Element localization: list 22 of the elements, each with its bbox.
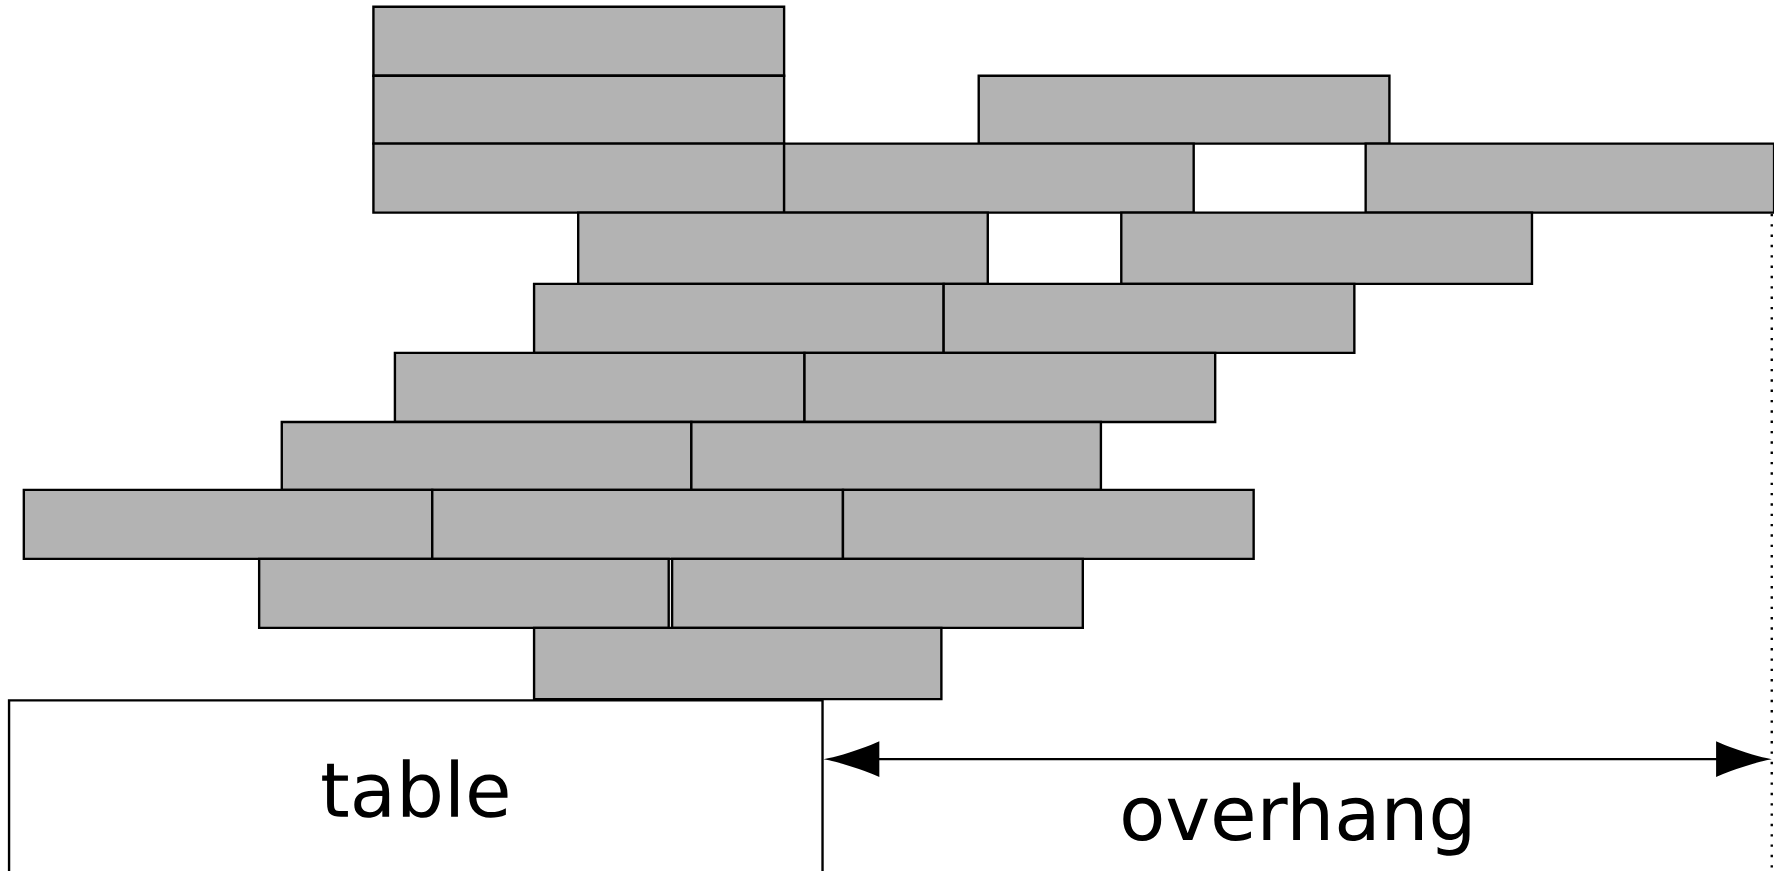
block — [372, 142, 786, 214]
block — [532, 282, 945, 355]
block — [782, 142, 1195, 214]
block — [372, 5, 786, 77]
block — [532, 626, 943, 701]
block — [670, 557, 1084, 629]
block — [431, 488, 845, 560]
block — [977, 74, 1391, 145]
block — [22, 488, 434, 560]
block — [1120, 211, 1534, 286]
block — [803, 351, 1217, 424]
block — [577, 211, 989, 286]
block — [942, 282, 1356, 355]
block — [690, 420, 1103, 491]
block — [280, 420, 693, 491]
block — [393, 351, 806, 424]
block — [257, 557, 670, 629]
dimension-label: overhang — [1123, 782, 1470, 856]
table-box: table — [7, 699, 824, 871]
block — [1364, 142, 1774, 214]
block — [841, 488, 1255, 560]
block — [372, 74, 786, 145]
